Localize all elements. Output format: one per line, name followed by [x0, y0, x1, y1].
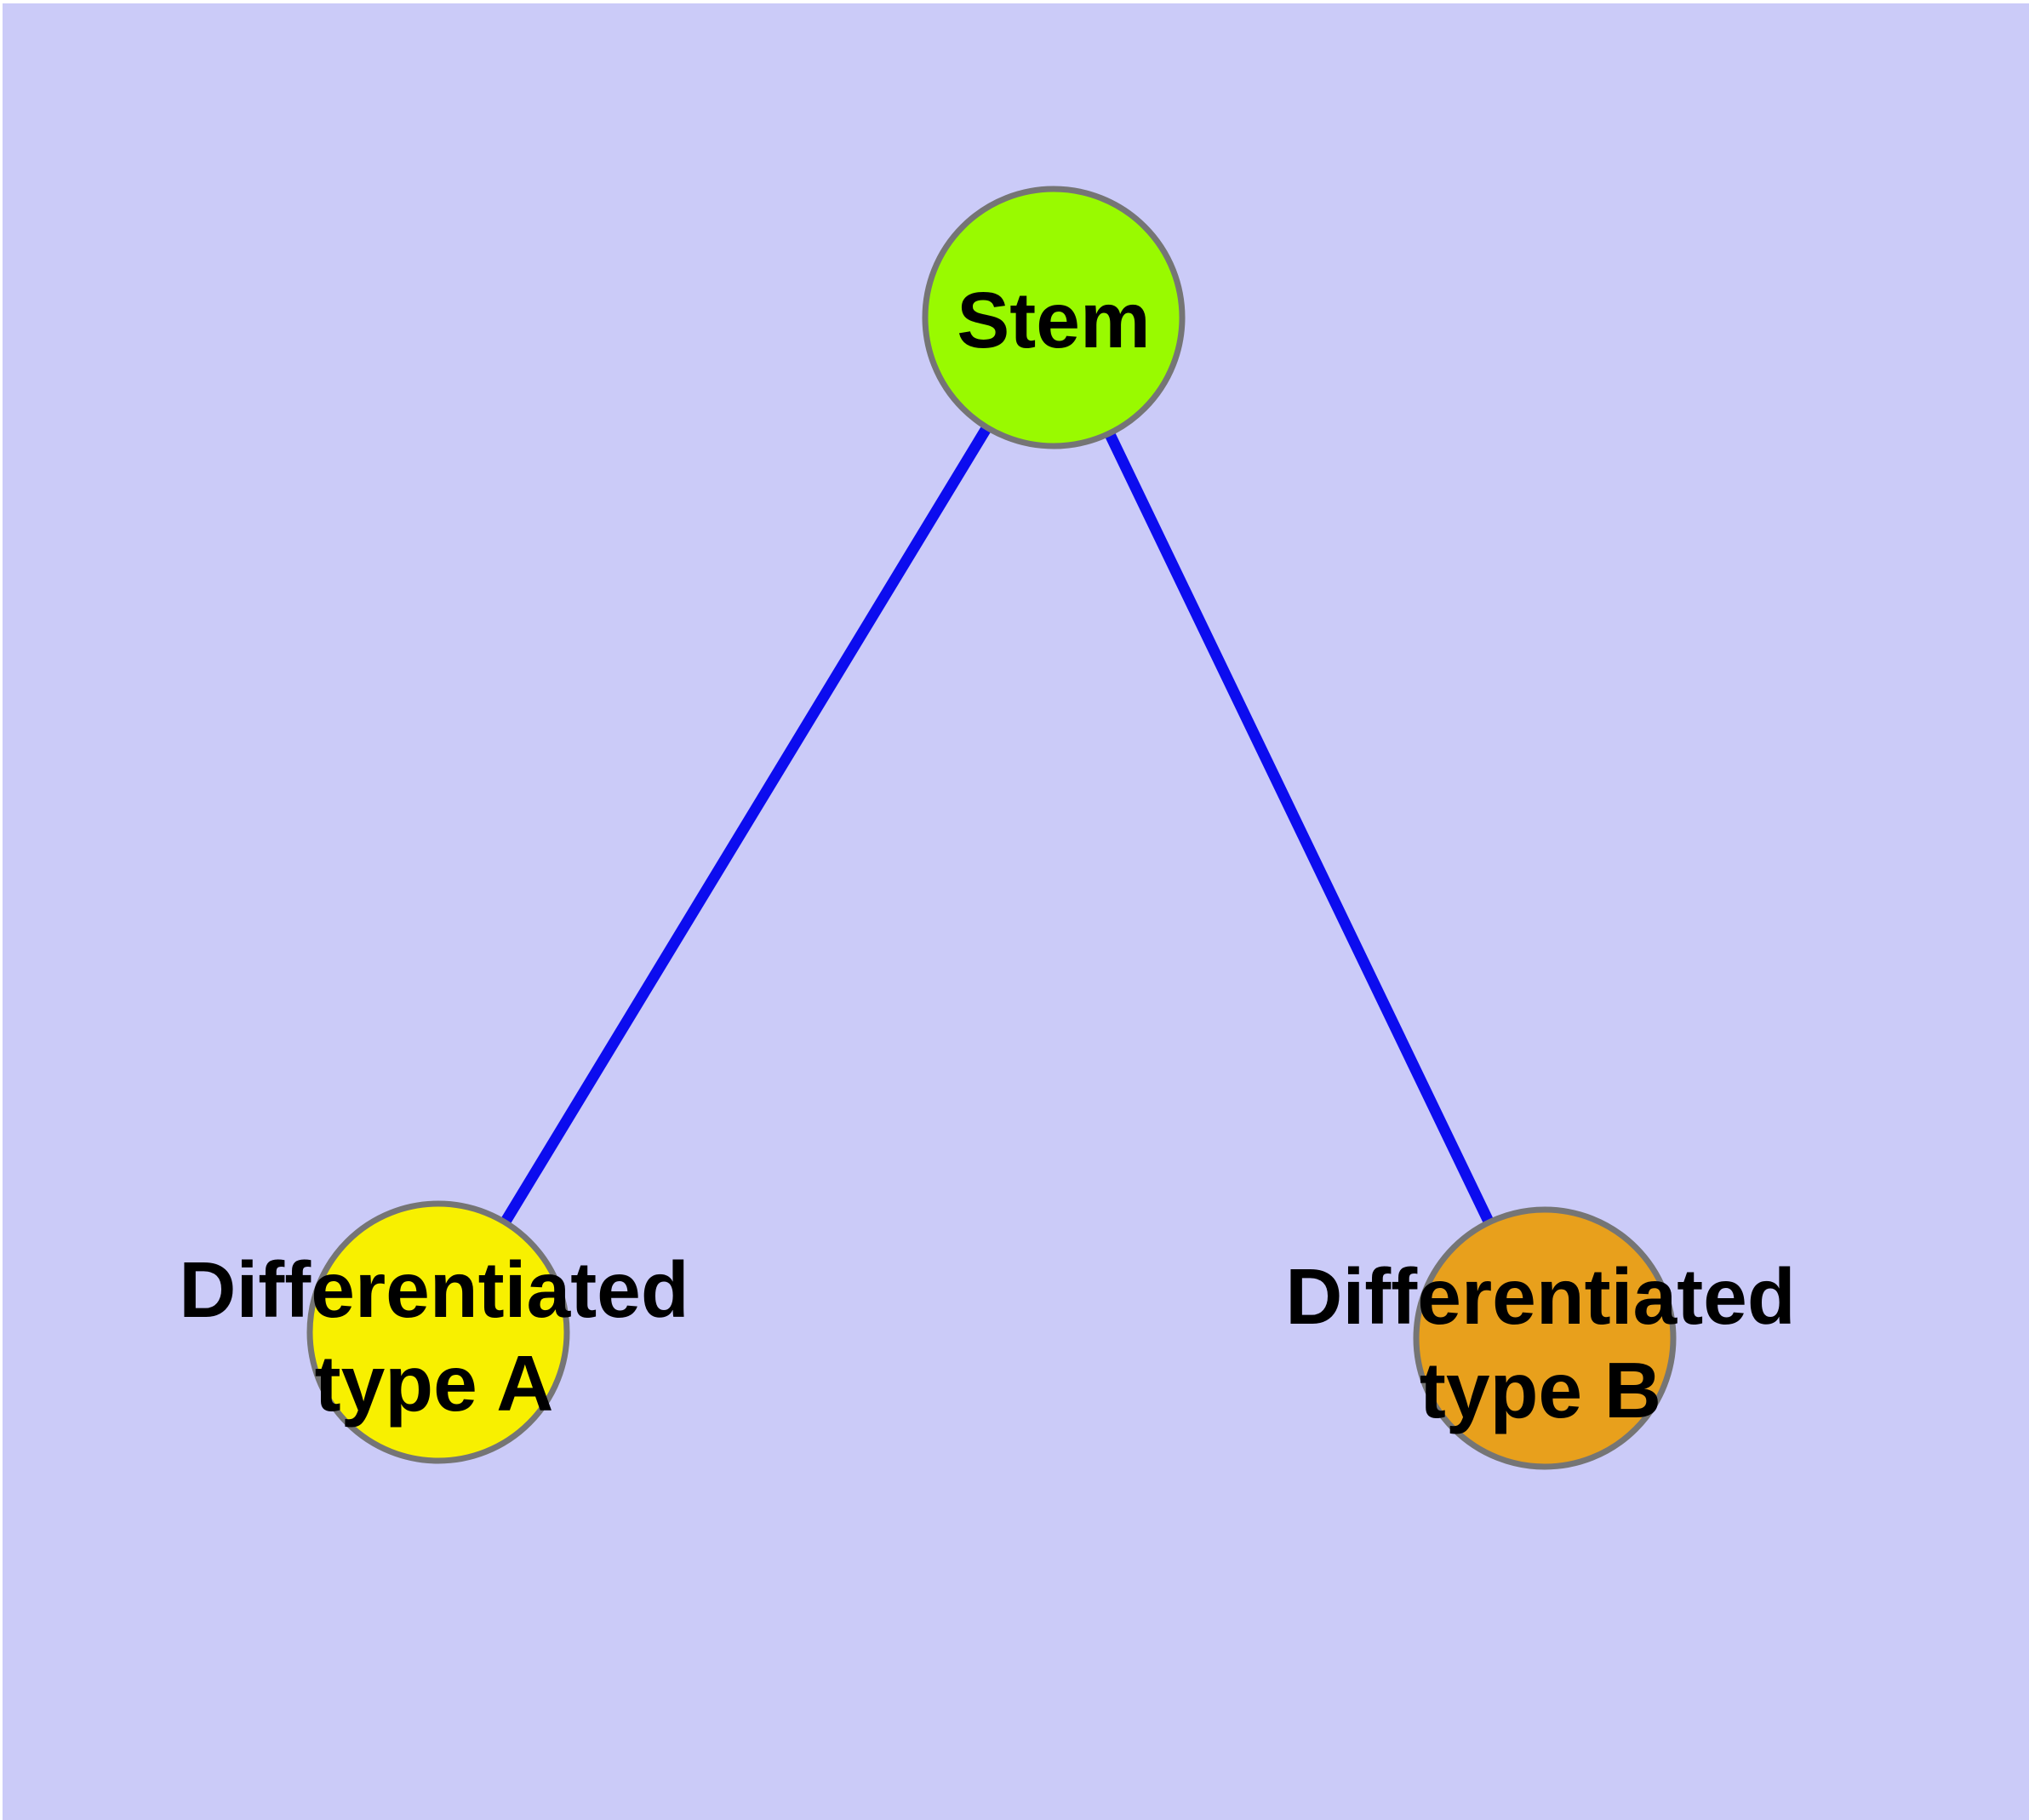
node-type-b: Differentiated type B	[1285, 1206, 1796, 1470]
node-type-a-label-line1: Differentiated	[179, 1245, 689, 1334]
node-stem-label: Stem	[957, 276, 1150, 364]
edge-stem-to-type-b	[1049, 315, 1550, 1341]
node-stem: Stem	[922, 186, 1186, 449]
node-type-a-circle	[306, 1200, 570, 1464]
node-type-b-circle	[1413, 1206, 1677, 1470]
node-type-a-label-line2: type A	[315, 1339, 554, 1428]
node-type-b-label-line1: Differentiated	[1285, 1252, 1795, 1341]
edge-stem-to-type-a	[433, 314, 1059, 1336]
edge-group	[433, 314, 1550, 1341]
node-type-a: Differentiated type A	[179, 1200, 689, 1464]
node-type-b-label-line2: type B	[1420, 1346, 1661, 1434]
node-stem-circle	[922, 186, 1186, 449]
